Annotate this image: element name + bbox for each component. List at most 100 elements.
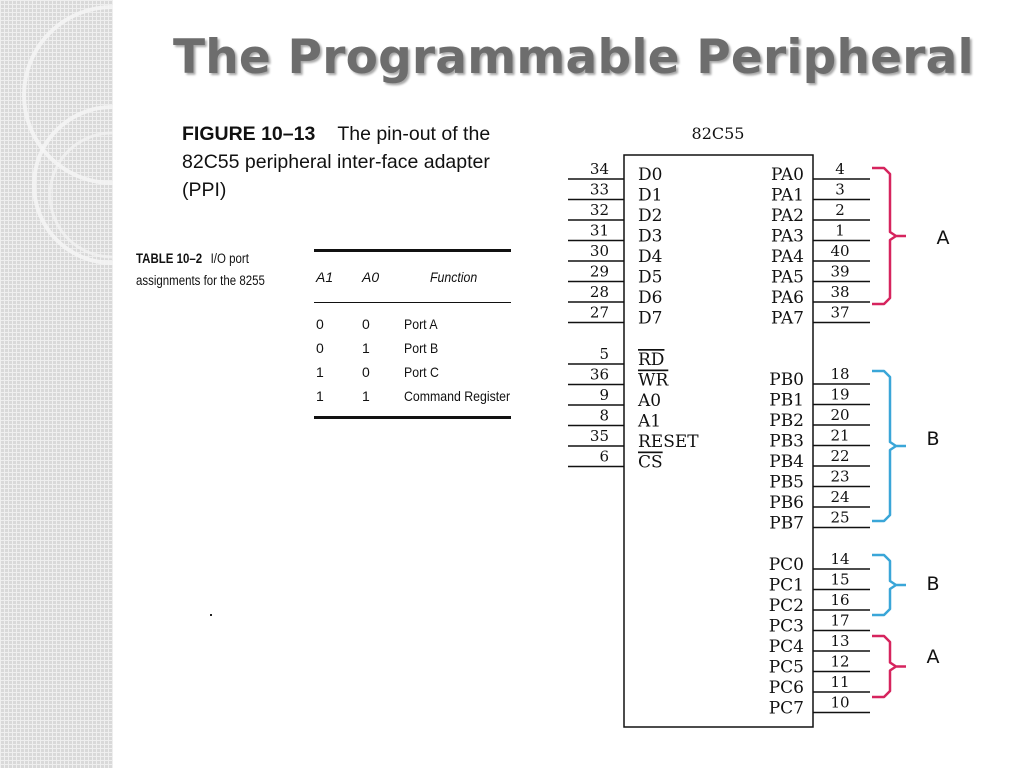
bracket-path — [872, 634, 906, 699]
table-cell: 1 — [316, 364, 324, 380]
table-cell: 0 — [316, 316, 324, 332]
port-bracket-a: A — [872, 634, 940, 699]
pin-number: 13 — [830, 632, 849, 650]
pin-name: D0 — [638, 165, 662, 185]
pin-name: WR — [638, 371, 669, 391]
table-cell: 0 — [316, 340, 324, 356]
table-label: TABLE 10–2 — [136, 251, 203, 266]
right-pin-pc7: 10 PC7 — [769, 694, 870, 719]
right-pin-pb6: 24 PB6 — [769, 488, 870, 513]
io-port-table: A1 A0 Function 0 0 Port A 0 1 Port B 1 0… — [314, 249, 511, 419]
table-header-a0: A0 — [362, 269, 380, 285]
right-pin-pa5: 39 PA5 — [771, 263, 870, 288]
left-pin-wr: 36 WR — [568, 366, 669, 391]
stray-dot — [210, 614, 212, 616]
pin-number: 39 — [830, 263, 849, 281]
port-bracket-a: A — [872, 166, 950, 306]
table-row: 1 0 Port C — [314, 360, 511, 384]
bracket-path — [872, 553, 906, 617]
table-cell: 1 — [316, 388, 324, 404]
right-pin-pc5: 12 PC5 — [769, 653, 870, 678]
pin-name: RESET — [638, 432, 699, 452]
pin-number: 11 — [830, 673, 849, 691]
left-pin-d0: 34 D0 — [568, 160, 662, 185]
chip-body — [623, 154, 814, 728]
pin-number: 14 — [830, 550, 849, 568]
right-pin-pb2: 20 PB2 — [769, 406, 870, 431]
pin-name: PC7 — [769, 699, 804, 719]
table-cell: Port C — [404, 364, 439, 380]
pin-name: PA5 — [771, 268, 804, 288]
pin-name: PB1 — [769, 391, 804, 411]
table-cell: 0 — [362, 364, 370, 380]
port-group-label: A — [937, 227, 950, 249]
pin-number: 36 — [590, 366, 609, 384]
pin-number: 20 — [830, 406, 849, 424]
pin-number: 38 — [830, 283, 849, 301]
table-header-row: A1 A0 Function — [314, 252, 511, 303]
right-pin-pb4: 22 PB4 — [769, 447, 870, 472]
pin-number: 24 — [830, 488, 849, 506]
pin-name: PB6 — [769, 493, 804, 513]
pin-name: PB3 — [769, 432, 804, 452]
pin-number: 12 — [830, 653, 849, 671]
pin-number: 40 — [830, 242, 849, 260]
pin-name: PB0 — [769, 370, 804, 390]
pin-name: PC6 — [769, 678, 804, 698]
pin-name: PC1 — [769, 576, 804, 596]
pin-number: 10 — [830, 694, 849, 712]
pin-number: 22 — [830, 447, 849, 465]
pin-number: 34 — [590, 160, 609, 178]
pin-number: 6 — [599, 448, 609, 466]
chip-name: 82C55 — [692, 124, 745, 143]
right-pins: 4PA03PA12PA21PA340PA439PA538PA637PA718PB… — [769, 160, 870, 719]
table-cell: Command Register — [404, 388, 511, 404]
bracket-path — [872, 166, 906, 306]
pin-name: D6 — [638, 288, 662, 308]
pin-name: PB4 — [769, 452, 804, 472]
pin-number: 4 — [835, 160, 845, 178]
pin-number: 8 — [599, 407, 609, 425]
pin-name: PA7 — [771, 309, 804, 329]
pin-name: PC5 — [769, 658, 804, 678]
table-cell: 0 — [362, 316, 370, 332]
pin-number: 18 — [830, 365, 849, 383]
table-cell: 1 — [362, 388, 370, 404]
decorative-side-strip — [0, 0, 113, 768]
table-header-a1: A1 — [316, 269, 334, 285]
pin-name: PB2 — [769, 411, 804, 431]
pin-number: 9 — [599, 386, 609, 404]
table-header-function: Function — [430, 269, 478, 285]
pin-name: PB5 — [769, 473, 804, 493]
table-cell: 1 — [362, 340, 370, 356]
table-row: 0 1 Port B — [314, 336, 511, 360]
pin-number: 21 — [830, 427, 849, 445]
pin-number: 27 — [590, 304, 609, 322]
port-group-label: B — [926, 428, 939, 450]
port-bracket-b: B — [872, 553, 940, 617]
pin-name: RD — [638, 350, 664, 370]
pin-name: PA4 — [771, 247, 804, 267]
table-caption-text: I/O port assignments for the 8255 — [136, 251, 265, 288]
table-cell: Port B — [404, 340, 439, 356]
pin-name: PC2 — [769, 596, 804, 616]
